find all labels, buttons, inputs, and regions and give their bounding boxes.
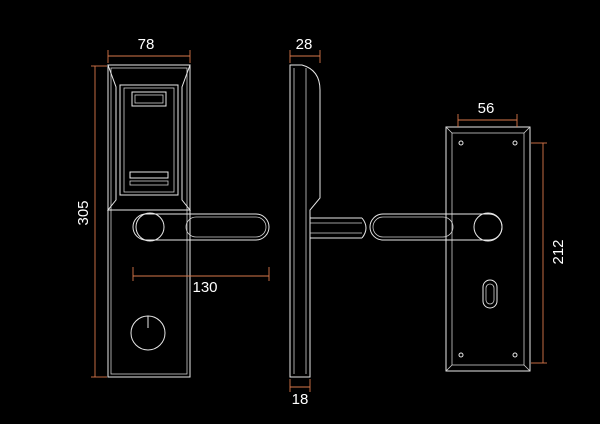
display-window [131, 91, 167, 107]
bevel-bl [445, 364, 453, 372]
back-plate-inner-edge [451, 132, 525, 366]
bevel-tl [445, 126, 453, 134]
reader-face [119, 84, 179, 196]
side-profile [289, 64, 321, 378]
back-plate-outline [445, 126, 531, 372]
reader-housing [106, 64, 192, 211]
dim-label-front-height: 305 [75, 200, 92, 225]
back-view [369, 126, 531, 372]
keyhole-inner [485, 283, 495, 305]
dim-label-handle-length: 130 [192, 279, 217, 296]
dim-label-back-height: 212 [550, 239, 567, 264]
dim-label-side-bottom: 18 [292, 391, 309, 408]
bevel-br [523, 364, 531, 372]
front-view [106, 64, 270, 378]
dim-label-back-width: 56 [478, 100, 495, 117]
reader-face-inner [123, 87, 175, 193]
front-lever-rose [135, 212, 165, 242]
screw-top-left-icon [458, 140, 464, 146]
front-plate-inner-edge [110, 67, 188, 375]
card-slot [129, 171, 169, 179]
screw-bottom-left-icon [458, 352, 464, 358]
front-dimensions: 78 305 130 [75, 36, 270, 378]
keyhole-icon [482, 279, 498, 309]
front-lever-handle [132, 213, 270, 241]
side-view [289, 64, 367, 378]
card-slot-lip [129, 180, 169, 186]
dim-label-side-top: 28 [296, 36, 313, 53]
back-lever-handle [369, 213, 503, 241]
bevel-tr [523, 126, 531, 134]
back-lever-handle-inner [372, 216, 454, 238]
back-lever-rose [473, 212, 503, 242]
screw-bottom-right-icon [512, 352, 518, 358]
screw-top-right-icon [512, 140, 518, 146]
back-dimensions: 56 212 [457, 100, 567, 364]
front-lever-handle-inner [185, 216, 267, 238]
side-dimensions: 28 18 [289, 36, 321, 408]
dim-label-front-width: 78 [138, 36, 155, 53]
spindle-end [361, 217, 367, 239]
display-window-inner [134, 94, 164, 104]
